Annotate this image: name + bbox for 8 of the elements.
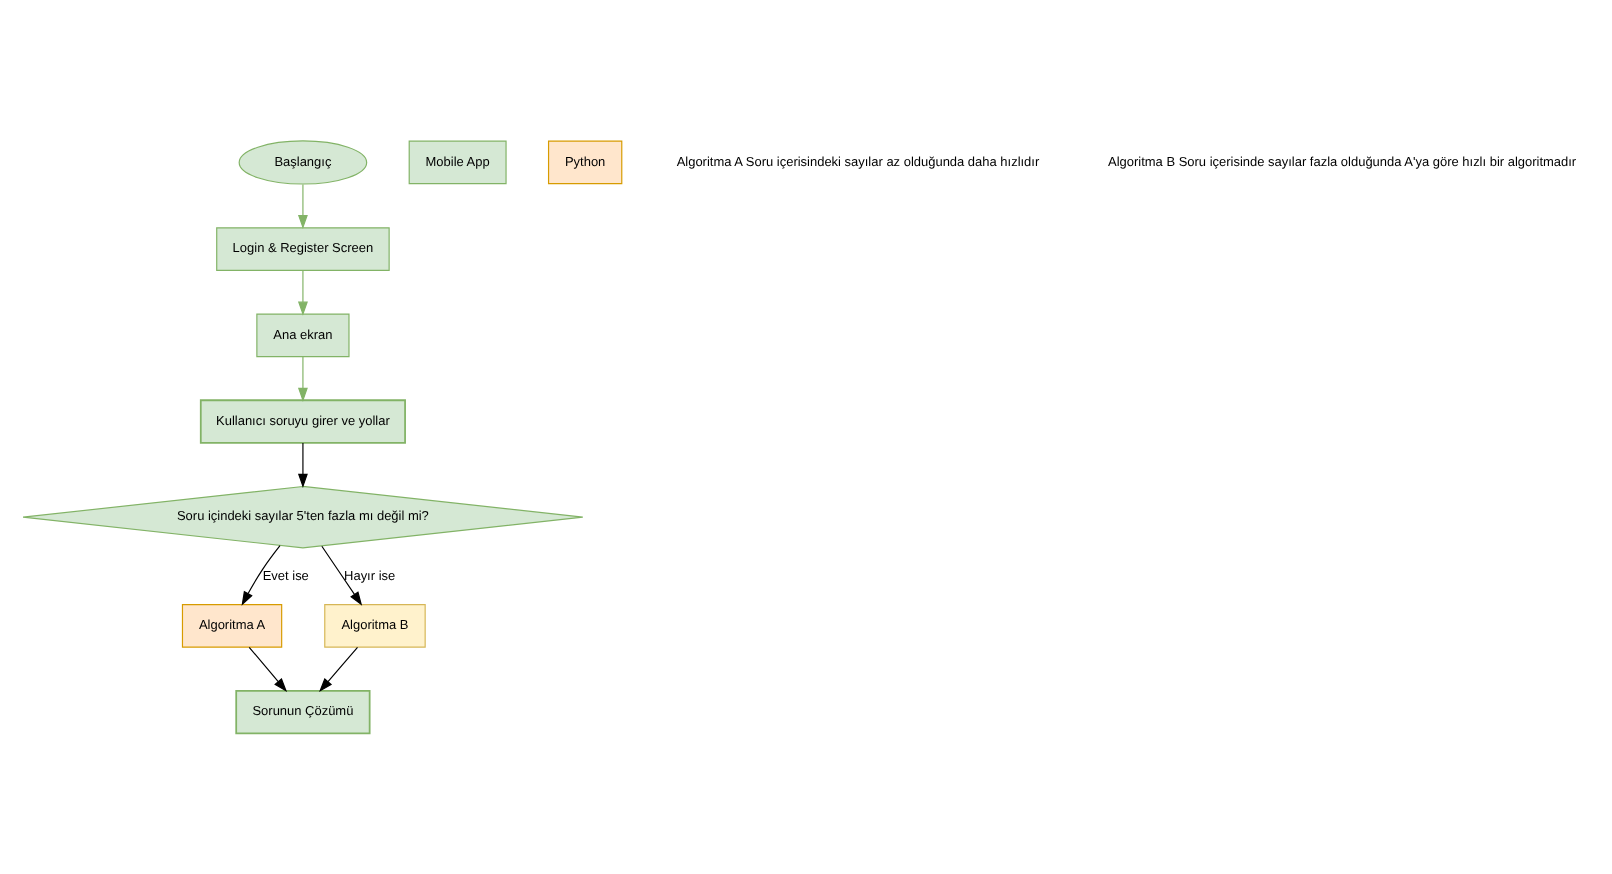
arrow — [297, 356, 308, 402]
arrow — [297, 270, 308, 316]
arrow — [297, 183, 308, 230]
arrow — [241, 545, 281, 606]
arrow — [319, 646, 359, 693]
arrow — [248, 646, 288, 693]
arrow — [297, 442, 308, 488]
arrow — [321, 545, 363, 606]
